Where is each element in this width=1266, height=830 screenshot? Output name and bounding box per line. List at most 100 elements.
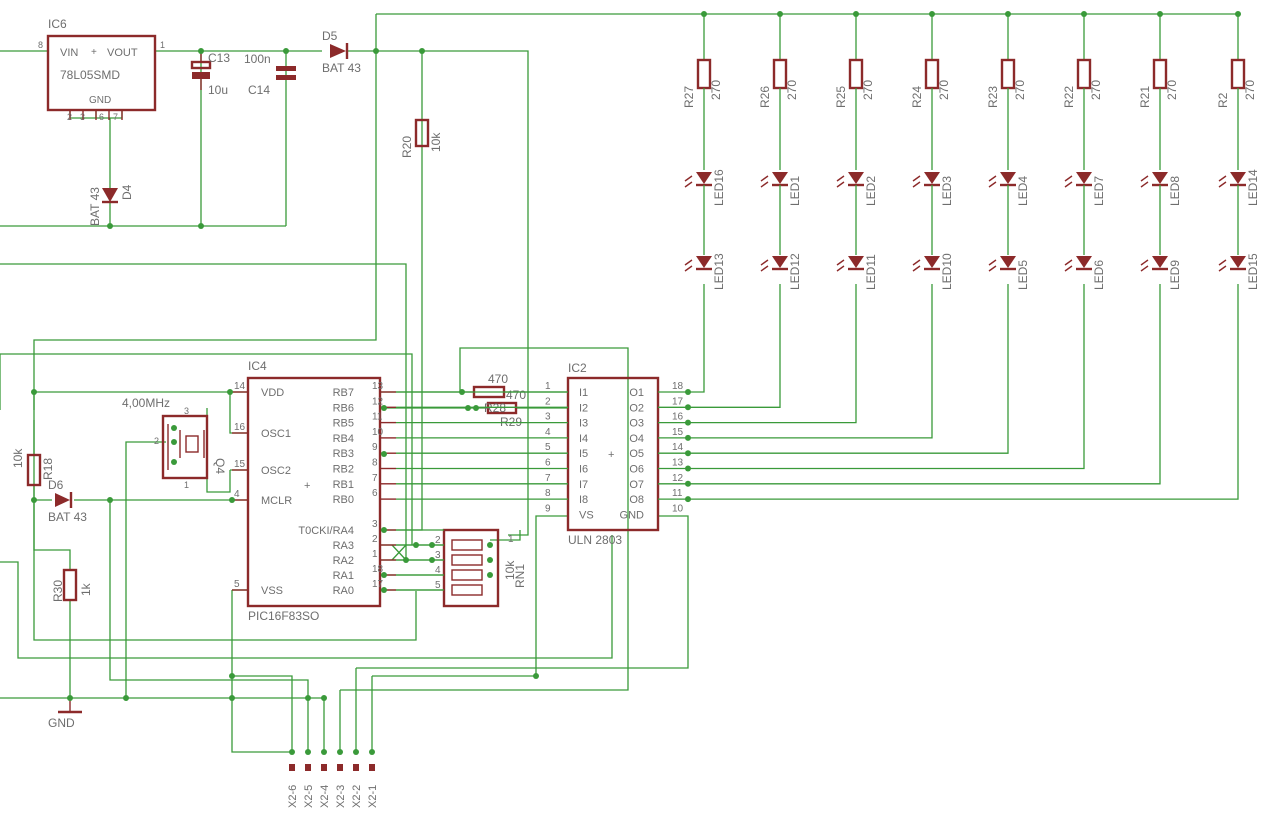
ic2-pin-number: 7 — [545, 473, 551, 484]
led-light-arrows-icon — [684, 175, 693, 188]
ic2-pin-number: 12 — [672, 473, 684, 484]
ic2-pin-number: 17 — [672, 396, 684, 407]
led-led8-name: LED8 — [1168, 176, 1182, 206]
ic6-pin-1: 1 — [160, 40, 165, 50]
junction-dot — [321, 695, 327, 701]
led-led9-name: LED9 — [1168, 260, 1182, 290]
d5-name: D5 — [322, 29, 338, 43]
led-led8-symbol — [1152, 172, 1168, 184]
junction-dot — [283, 48, 289, 54]
resistor-r21-value: 270 — [1165, 80, 1179, 100]
ic4-pin-label: RB7 — [333, 387, 354, 399]
diode-d5-symbol — [330, 43, 349, 59]
c14-name: C14 — [248, 83, 270, 97]
ic2-pin-number: 9 — [545, 503, 551, 514]
r20-name: R20 — [400, 136, 414, 158]
ic2-output-wire — [658, 284, 1085, 470]
ic6-pin-2: 2 — [67, 112, 72, 122]
q4-value: 4,00MHz — [122, 396, 170, 410]
ic4-pin-label: RB1 — [333, 479, 354, 491]
ic2-pin-label: VS — [579, 509, 594, 521]
ic2-pin-number: 11 — [672, 488, 683, 499]
ic4-pin-number: 6 — [372, 488, 378, 499]
led-led1-name: LED1 — [788, 176, 802, 206]
ic4-pin-number: 4 — [234, 489, 240, 500]
ic6-pin-8: 8 — [38, 40, 43, 50]
ic2-output-wire — [658, 284, 705, 393]
r28-name: R28 — [484, 401, 506, 415]
ic4-pin-label: RA1 — [333, 570, 354, 582]
junction-dot — [403, 557, 409, 563]
ic2-output-wire — [658, 284, 781, 408]
led-light-arrows-icon — [1218, 175, 1227, 188]
ic6-pin-3: 3 — [80, 112, 85, 122]
led-led3-symbol — [924, 172, 940, 184]
junction-dot — [685, 465, 691, 472]
led-light-arrows-icon — [760, 259, 769, 272]
gnd-label: GND — [48, 716, 75, 730]
led-led3-name: LED3 — [940, 176, 954, 206]
ic4-pin-number: 8 — [372, 458, 378, 469]
ic2-pin-label: I8 — [579, 494, 588, 506]
resistor-r24-name: R24 — [910, 86, 924, 108]
ic4-center-mark: + — [304, 480, 310, 492]
d6-name: D6 — [48, 478, 64, 492]
ic4-pin-label: RB2 — [333, 464, 354, 476]
led-led12-symbol — [772, 256, 788, 268]
junction-dot — [459, 389, 465, 395]
junction-dot — [31, 497, 37, 503]
d6-value: BAT 43 — [48, 510, 87, 524]
resistor-r27-name: R27 — [682, 86, 696, 108]
led-light-arrows-icon — [1218, 259, 1227, 272]
led-led16-name: LED16 — [712, 169, 726, 206]
junction-dot — [685, 496, 691, 503]
ic4-pin-label: VDD — [261, 387, 284, 399]
junction-dot — [381, 572, 387, 578]
ic4-pins: 14VDD16OSC115OSC24MCLR5VSS13RB712RB611RB… — [232, 381, 568, 597]
led-led7-symbol — [1076, 172, 1092, 184]
ic2-pin-number: 6 — [545, 458, 551, 469]
junction-dot — [533, 673, 539, 679]
ic2-pin-label: I7 — [579, 479, 588, 491]
junction-dot — [487, 557, 493, 563]
led-light-arrows-icon — [684, 259, 693, 272]
junction-dot — [107, 223, 113, 229]
ic6-pin-6: 6 — [99, 112, 104, 122]
d4-name: D4 — [120, 184, 134, 200]
r18-value: 10k — [11, 448, 25, 468]
junction-dot — [1235, 11, 1241, 17]
junction-dot — [419, 48, 425, 54]
q4-pin-1: 1 — [184, 480, 189, 490]
ic4-pin-label: RB6 — [333, 402, 354, 414]
ic2-pin-label: O3 — [629, 418, 644, 430]
resistor-r25-value: 270 — [861, 80, 875, 100]
ic4-name: IC4 — [248, 359, 267, 373]
junction-dot — [289, 749, 295, 755]
junction-dot — [369, 749, 375, 755]
resistor-r24-value: 270 — [937, 80, 951, 100]
rn1-value: 10k — [503, 560, 517, 580]
connector-pin-x2-2 — [353, 764, 359, 771]
junction-dot — [853, 11, 859, 17]
led-led2-symbol — [848, 172, 864, 184]
d5-value: BAT 43 — [322, 61, 361, 75]
junction-dot — [107, 497, 113, 503]
ic6-value: 78L05SMD — [60, 68, 120, 82]
led-light-arrows-icon — [912, 259, 921, 272]
ic2-pin-label: I6 — [579, 464, 588, 476]
ic2-pin-label: O5 — [629, 448, 644, 460]
ic2-center-mark: + — [608, 449, 614, 461]
ic4-pin-label: RB0 — [333, 494, 354, 506]
led-light-arrows-icon — [836, 259, 845, 272]
ic2-pin-label: I4 — [579, 433, 588, 445]
junction-dot — [465, 405, 471, 411]
ic6-pin-7: 7 — [113, 112, 118, 122]
connector-pin-label: X2-3 — [335, 785, 347, 808]
junction-dot — [123, 695, 129, 701]
junction-dot — [229, 673, 235, 679]
ic4-pin-label: RA0 — [333, 585, 354, 597]
